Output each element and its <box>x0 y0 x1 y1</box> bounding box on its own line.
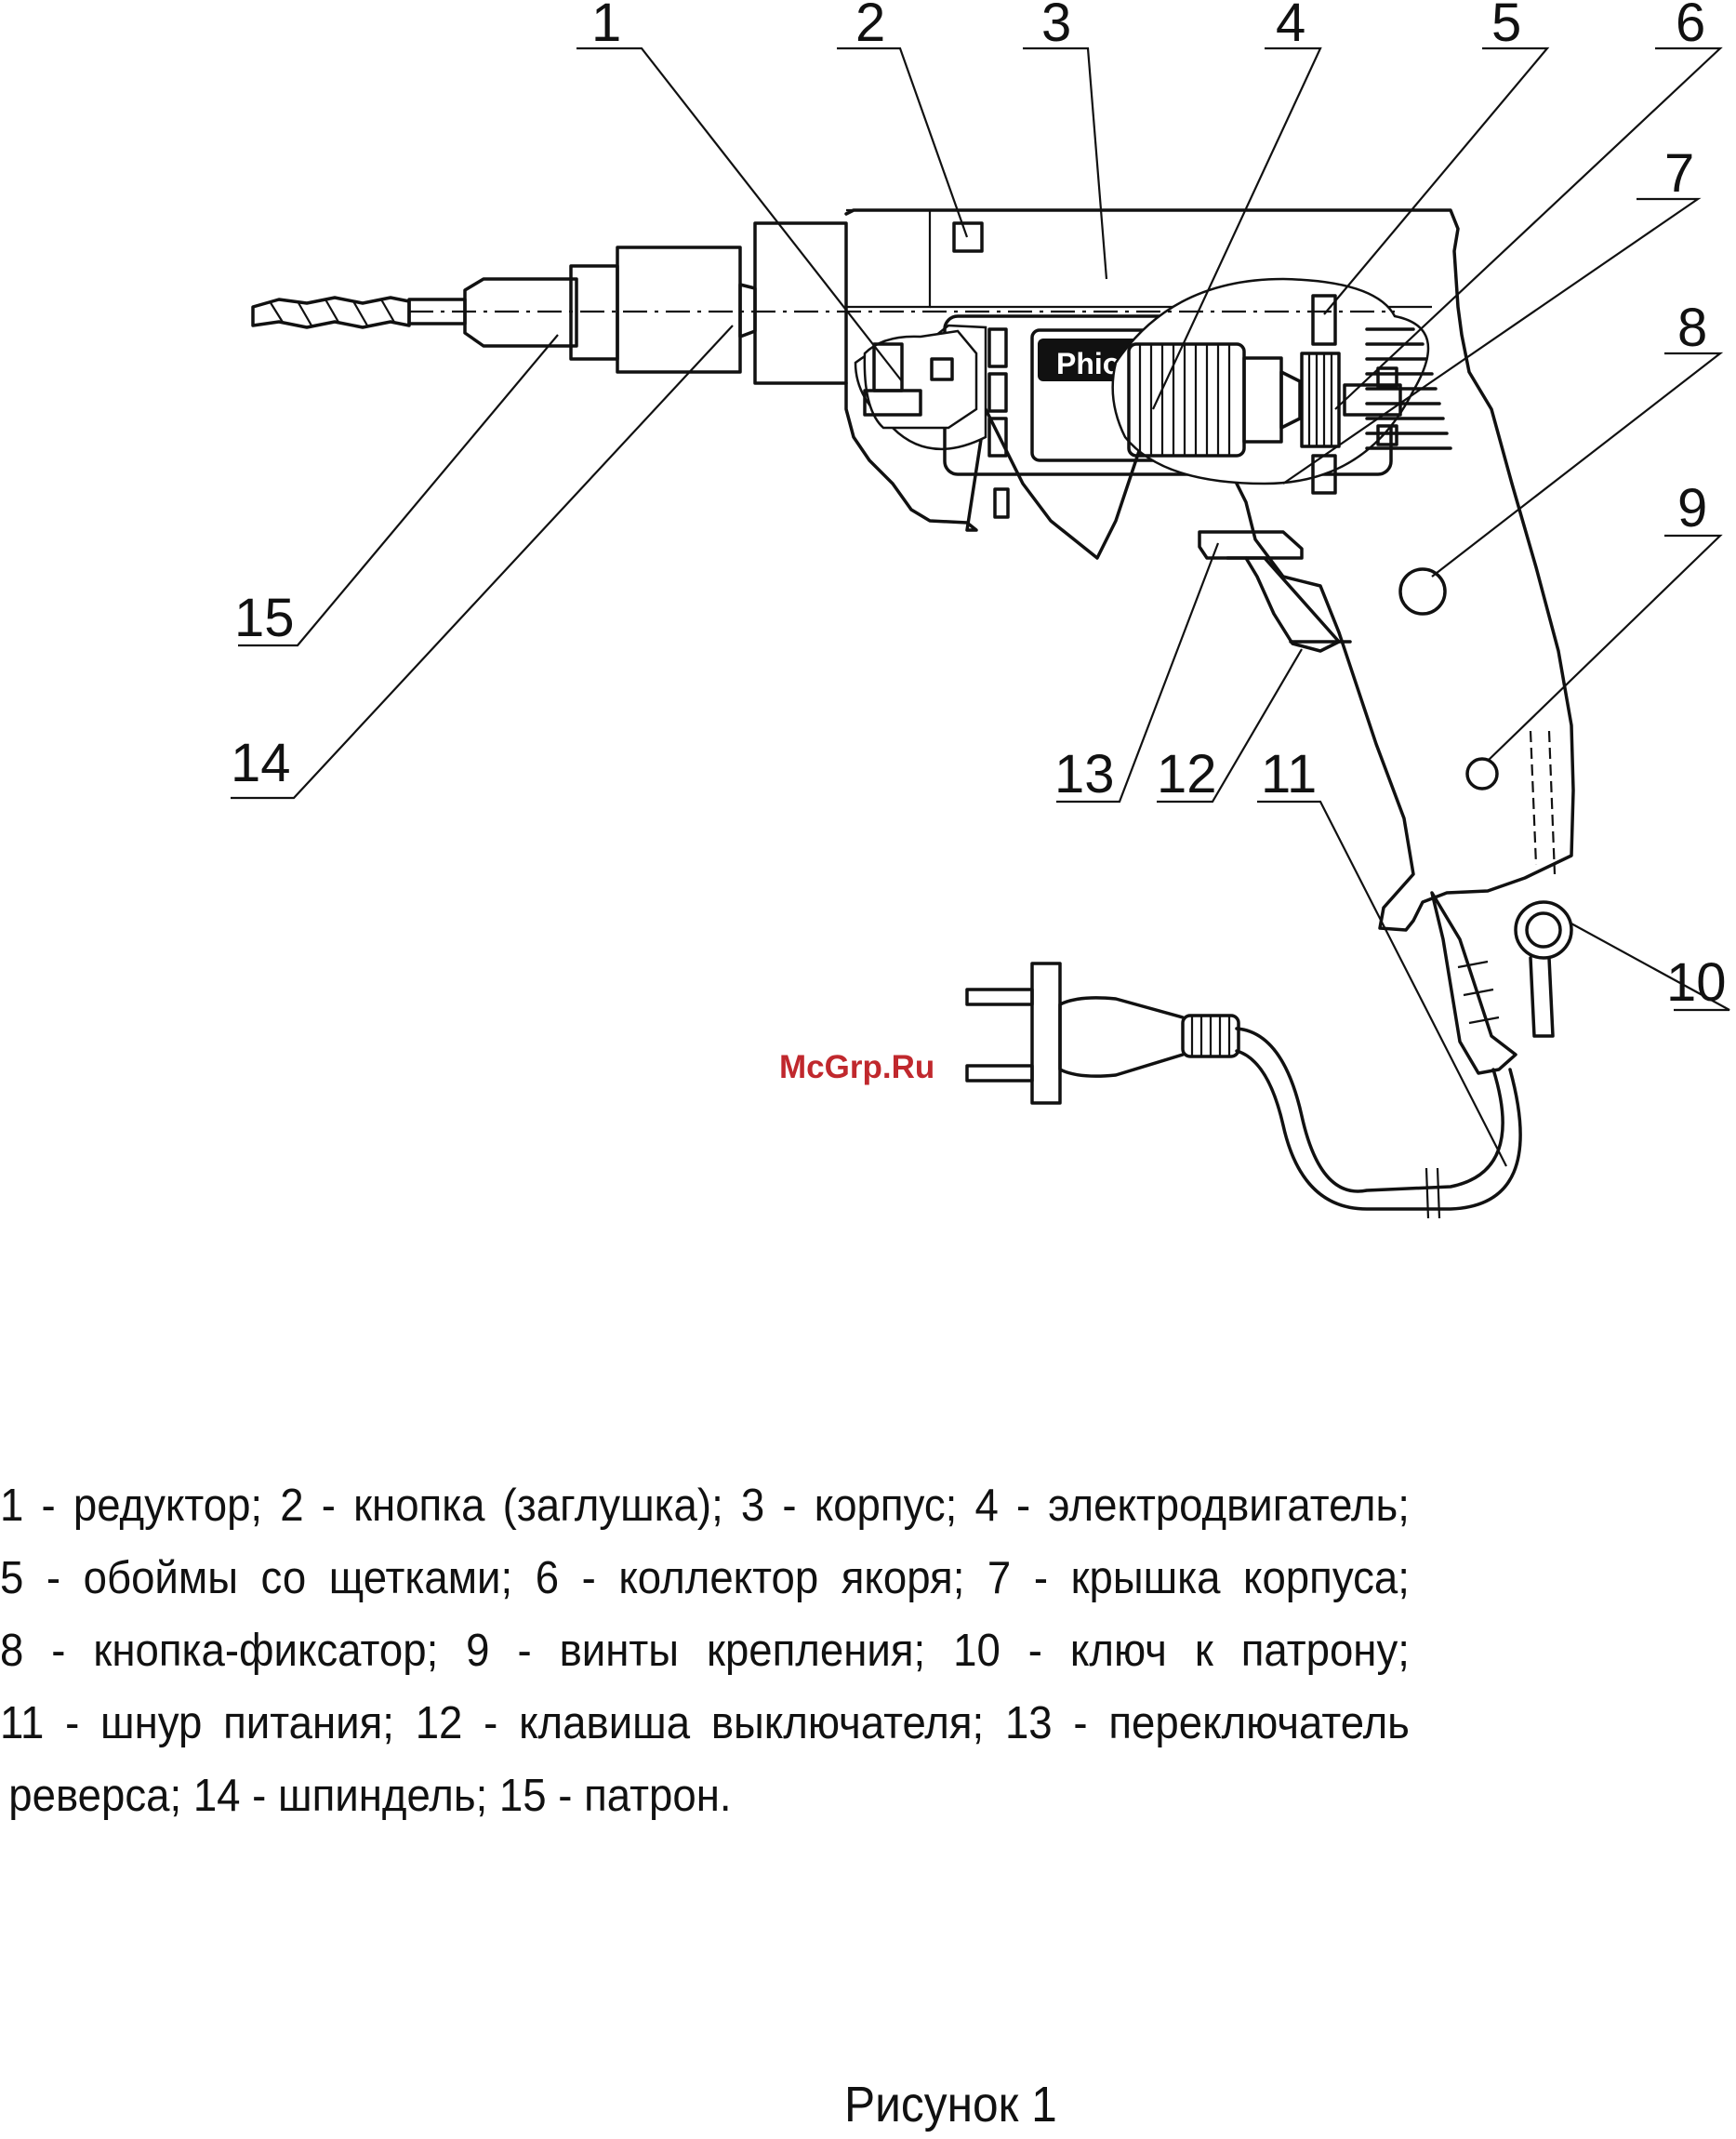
callout-10: 10 <box>1666 952 1727 1013</box>
legend-line: реверса; 14 - шпиндель; 15 - патрон. <box>8 1771 732 1821</box>
callout-3: 3 <box>1041 0 1071 53</box>
callout-14: 14 <box>231 733 291 793</box>
callout-9: 9 <box>1677 478 1707 538</box>
chuck-key <box>1514 730 1573 1038</box>
plug-button <box>952 221 984 253</box>
legend: 1 - редуктор; 2 - кнопка (заглушка); 3 -… <box>0 1469 1410 1832</box>
legend-line: 5 - обоймы со щетками; 6 - коллектор яко… <box>0 1553 1410 1603</box>
callout-13: 13 <box>1054 744 1115 804</box>
gearbox-cutaway <box>863 329 978 430</box>
figure-caption: Рисунок 1 <box>844 2077 1057 2132</box>
callout-1: 1 <box>591 0 621 53</box>
callout-7: 7 <box>1664 143 1694 204</box>
leader-lines <box>231 46 1730 1167</box>
callout-numbers: 1 2 3 4 5 6 7 8 9 10 11 12 13 14 15 <box>231 0 1727 1013</box>
armature <box>1127 342 1302 458</box>
trigger <box>1198 530 1352 653</box>
callout-12: 12 <box>1157 744 1217 804</box>
legend-line: 11 - шнур питания; 12 - клавиша выключат… <box>0 1698 1410 1748</box>
drill-diagram: Phiol <box>231 0 1730 1219</box>
callout-11: 11 <box>1261 744 1317 804</box>
vent-slots <box>1365 327 1452 450</box>
commutator <box>1300 352 1341 448</box>
chuck <box>463 246 757 374</box>
legend-line: 1 - редуктор; 2 - кнопка (заглушка); 3 -… <box>0 1481 1410 1531</box>
callout-5: 5 <box>1491 0 1521 53</box>
callout-4: 4 <box>1276 0 1305 53</box>
callout-2: 2 <box>855 0 885 53</box>
callout-15: 15 <box>234 588 295 648</box>
watermark: McGrp.Ru <box>779 1049 935 1085</box>
brush-holder-top <box>1311 294 1337 346</box>
callout-8: 8 <box>1677 298 1707 358</box>
mounting-screw <box>1465 757 1499 790</box>
callout-6: 6 <box>1676 0 1705 53</box>
power-cord <box>965 891 1522 1219</box>
legend-line: 8 - кнопка-фиксатор; 9 - винты крепления… <box>0 1626 1410 1676</box>
lock-button <box>1398 567 1447 616</box>
